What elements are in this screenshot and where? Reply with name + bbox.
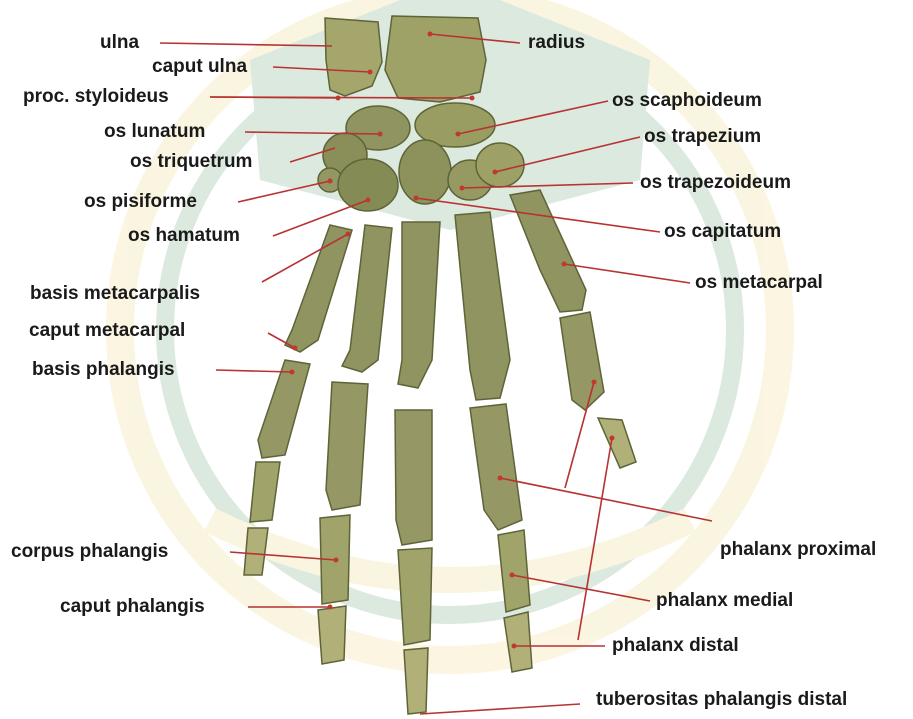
forearm-bones	[325, 16, 486, 102]
label-caput-metacarpal: caput metacarpal	[29, 320, 185, 342]
label-os-metacarpal: os metacarpal	[695, 272, 823, 294]
label-basis-phalangis: basis phalangis	[32, 359, 175, 381]
ulna-bone	[325, 18, 382, 96]
radius-bone	[385, 16, 486, 102]
label-os-triquetrum: os triquetrum	[130, 151, 252, 173]
label-os-trapezoideum: os trapezoideum	[640, 172, 791, 194]
metacarpal-bones	[285, 190, 586, 400]
label-phalanx-proximal: phalanx proximal	[720, 539, 876, 561]
label-os-trapezium: os trapezium	[644, 126, 761, 148]
metacarpal-4	[342, 225, 392, 372]
label-phalanx-distal: phalanx distal	[612, 635, 739, 657]
metacarpal-2	[455, 212, 510, 400]
metacarpal-5	[285, 225, 352, 352]
label-os-hamatum: os hamatum	[128, 225, 240, 247]
metacarpal-1	[510, 190, 586, 312]
label-proc-styloideus: proc. styloideus	[23, 86, 169, 108]
label-caput-ulna: caput ulna	[152, 56, 247, 78]
label-os-scaphoideum: os scaphoideum	[612, 90, 762, 112]
os-capitatum-bone	[399, 140, 451, 204]
label-caput-phalangis: caput phalangis	[60, 596, 205, 618]
label-corpus-phalangis: corpus phalangis	[11, 541, 168, 563]
os-trapezium-bone	[476, 143, 524, 187]
label-tuberositas-phalangis-distal: tuberositas phalangis distal	[596, 689, 847, 711]
label-os-lunatum: os lunatum	[104, 121, 205, 143]
label-os-capitatum: os capitatum	[664, 221, 781, 243]
os-hamatum-bone	[338, 159, 398, 211]
label-os-pisiforme: os pisiforme	[84, 191, 197, 213]
label-radius: radius	[528, 32, 585, 54]
label-ulna: ulna	[100, 32, 139, 54]
label-basis-metacarpalis: basis metacarpalis	[30, 283, 200, 305]
metacarpal-3	[398, 222, 440, 388]
label-phalanx-medial: phalanx medial	[656, 590, 793, 612]
